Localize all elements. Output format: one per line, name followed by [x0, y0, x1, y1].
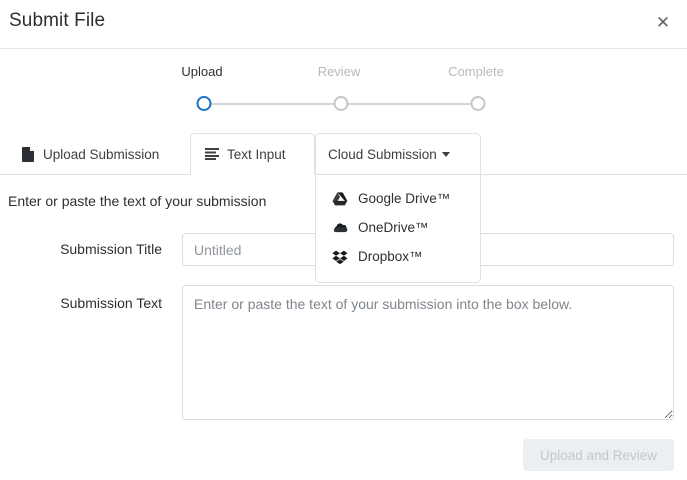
submission-text-textarea[interactable]	[182, 285, 674, 420]
step-circle-review[interactable]	[333, 96, 349, 111]
menu-item-label: Google Drive™	[358, 191, 451, 206]
menu-item-label: OneDrive™	[358, 220, 429, 235]
list-icon	[205, 148, 219, 160]
tab-label: Cloud Submission	[328, 146, 437, 162]
step-circle-upload[interactable]	[196, 96, 212, 111]
onedrive-icon	[332, 220, 348, 236]
progress-stepper: Upload Review Complete	[0, 49, 687, 129]
tab-label: Upload Submission	[43, 146, 160, 162]
step-label-review: Review	[317, 64, 361, 79]
close-icon[interactable]: ✕	[649, 8, 677, 36]
menu-item-label: Dropbox™	[358, 249, 423, 264]
submission-title-label: Submission Title	[60, 241, 162, 257]
step-label-upload: Upload	[181, 64, 223, 79]
cloud-submission-dropdown: Cloud Submission Google Drive™	[315, 133, 481, 283]
submission-text-label: Submission Text	[60, 295, 162, 311]
menu-item-onedrive[interactable]: OneDrive™	[316, 213, 480, 242]
google-drive-icon	[332, 191, 348, 207]
step-circle-complete[interactable]	[470, 96, 486, 111]
tab-cloud-submission[interactable]: Cloud Submission	[316, 134, 480, 175]
instruction-text: Enter or paste the text of your submissi…	[8, 193, 267, 209]
chevron-down-icon	[441, 151, 450, 157]
file-icon	[22, 146, 35, 162]
cloud-submission-menu: Google Drive™ OneDrive™	[316, 175, 480, 282]
modal-header: Submit File ✕	[0, 0, 687, 49]
upload-and-review-button[interactable]: Upload and Review	[523, 439, 674, 471]
tab-label: Text Input	[227, 146, 286, 162]
tab-upload-submission[interactable]: Upload Submission	[8, 133, 173, 175]
menu-item-dropbox[interactable]: Dropbox™	[316, 242, 480, 271]
page-title: Submit File	[9, 10, 106, 31]
step-label-complete: Complete	[448, 64, 504, 79]
menu-item-google-drive[interactable]: Google Drive™	[316, 184, 480, 213]
tab-text-input[interactable]: Text Input	[190, 133, 315, 175]
dropbox-icon	[332, 249, 348, 265]
